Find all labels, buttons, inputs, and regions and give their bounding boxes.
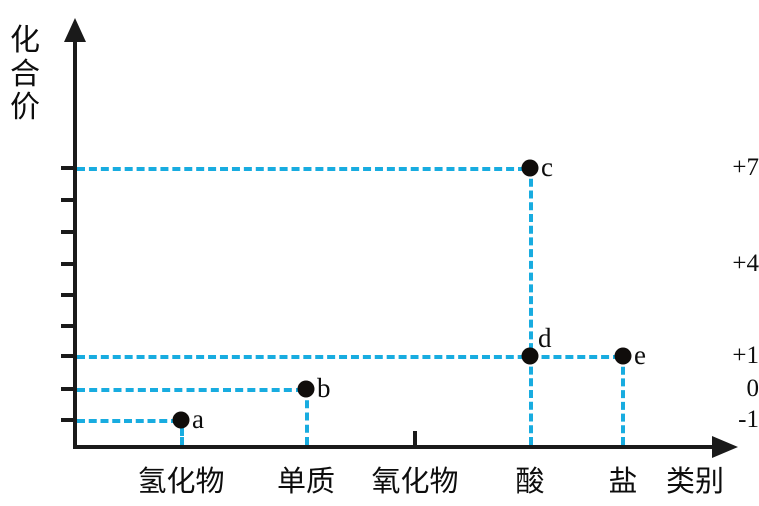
x-category-label-element: 单质 (276, 466, 336, 498)
data-point-label-d: d (538, 323, 552, 353)
y-tick-label-plus-1: +1 (732, 342, 759, 369)
y-tick-label-plus-7: +7 (732, 154, 759, 181)
y-axis-title-char-2: 合 (10, 57, 40, 91)
y-axis-title-char-3: 价 (10, 91, 40, 125)
y-tick-label-zero: 0 (746, 375, 759, 402)
y-axis-arrow-icon (64, 18, 86, 42)
y-tick-plus-1 (61, 354, 75, 358)
guide-line-horizontal-plus-1 (77, 355, 621, 359)
y-tick-minus-1 (61, 418, 75, 422)
x-axis-title: 类别 (666, 466, 725, 498)
y-tick-plus-2 (61, 324, 75, 328)
x-category-label-hydride: 氢化物 (137, 466, 225, 498)
y-axis-title: 化 合 价 (4, 24, 46, 125)
data-point-label-a: a (192, 404, 204, 434)
data-point-e[interactable] (614, 347, 632, 365)
data-point-a[interactable] (172, 411, 190, 429)
y-axis-line (73, 36, 77, 449)
guide-line-horizontal-minus-1 (77, 419, 179, 423)
x-category-label-acid: 酸 (515, 466, 545, 498)
x-axis-arrow-icon (712, 436, 738, 458)
x-category-label-salt: 盐 (608, 466, 638, 498)
data-point-b[interactable] (297, 380, 315, 398)
guide-line-horizontal-zero (77, 388, 304, 392)
guide-line-vertical-acid (529, 167, 533, 445)
y-tick-label-minus-1: -1 (738, 406, 759, 433)
y-tick-plus-6 (61, 198, 75, 202)
data-point-label-e: e (634, 340, 646, 370)
x-tick-oxide (413, 431, 417, 446)
guide-line-vertical-hydride (180, 419, 184, 445)
x-category-label-oxide: 氧化物 (371, 466, 459, 498)
y-tick-label-plus-4: +4 (732, 250, 759, 277)
guide-line-vertical-element (305, 388, 309, 445)
y-tick-plus-4 (61, 262, 75, 266)
y-tick-plus-7 (61, 166, 75, 170)
data-point-d[interactable] (521, 347, 539, 365)
y-tick-plus-3 (61, 293, 75, 297)
guide-line-vertical-salt (621, 355, 625, 445)
data-point-c[interactable] (521, 159, 539, 177)
data-point-label-b: b (317, 373, 331, 403)
y-tick-plus-5 (61, 230, 75, 234)
data-point-label-c: c (541, 152, 553, 182)
y-axis-title-char-1: 化 (10, 24, 40, 57)
guide-line-horizontal-plus-7 (77, 167, 526, 171)
y-tick-zero (61, 387, 75, 391)
x-axis-line (73, 445, 731, 449)
